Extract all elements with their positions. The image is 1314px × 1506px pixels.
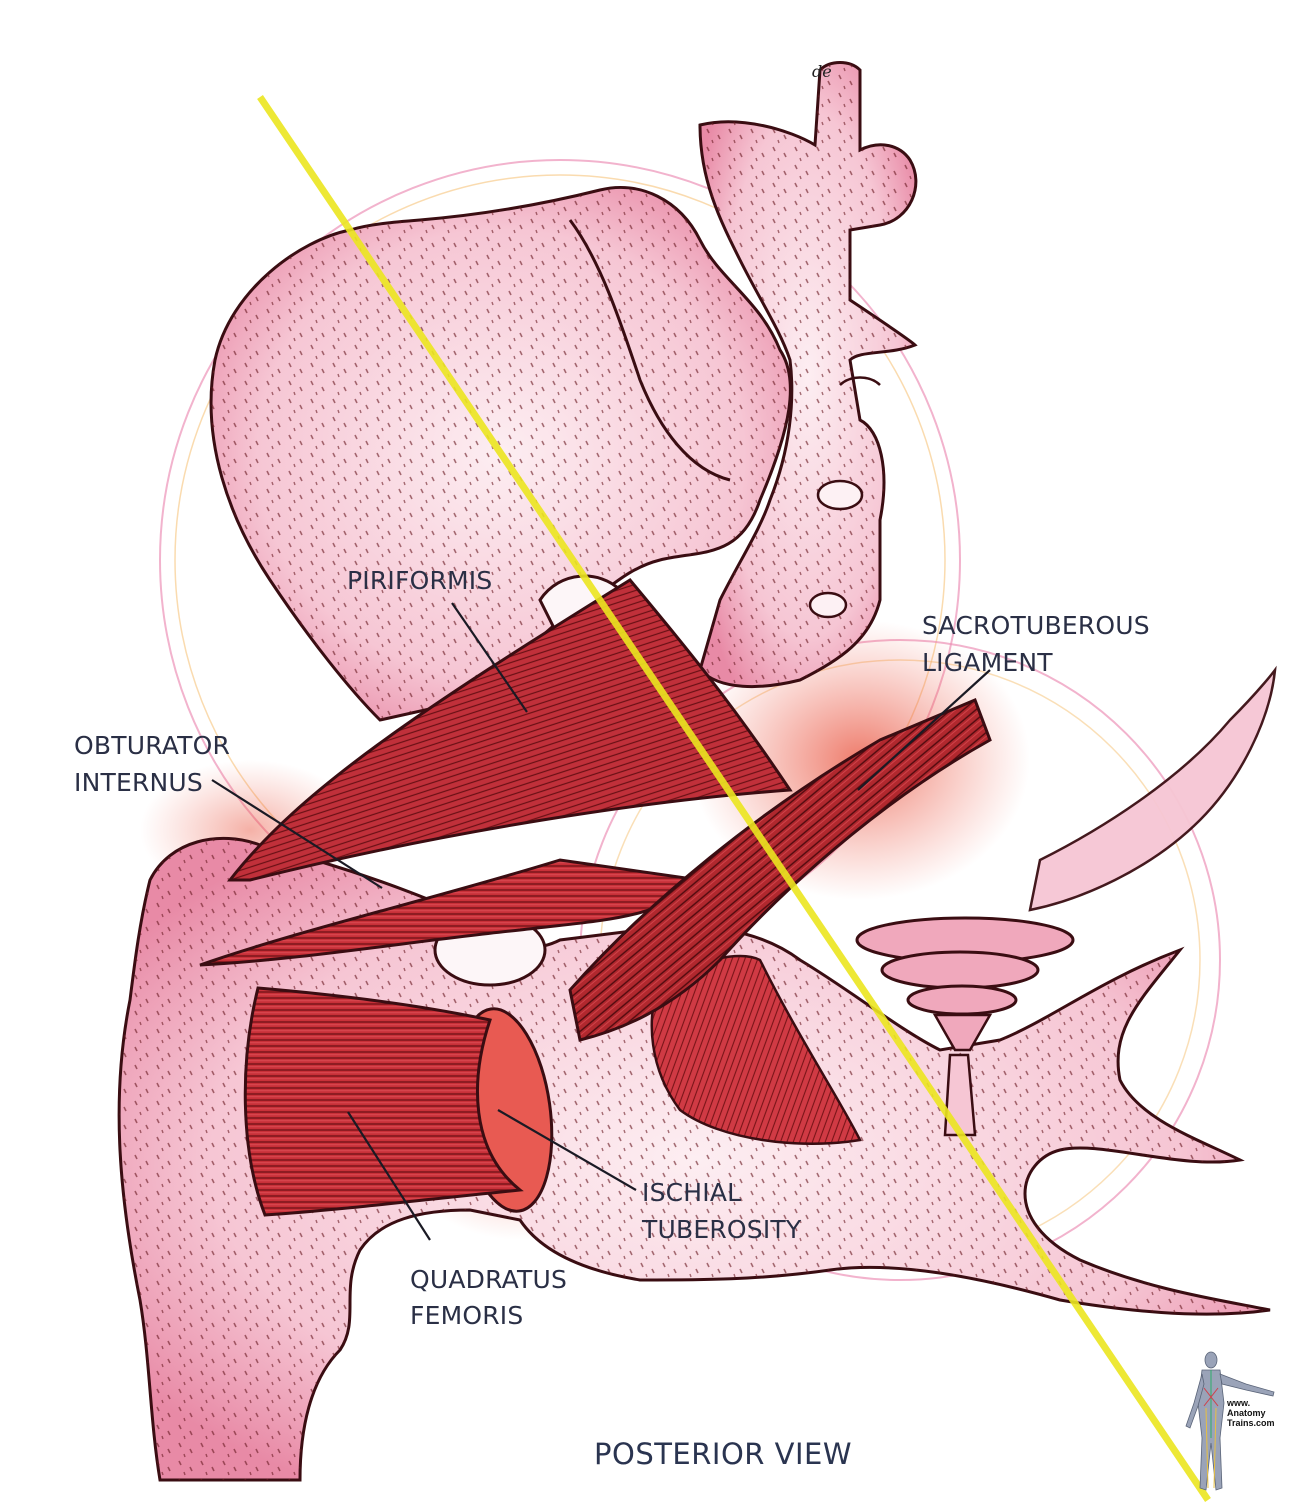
sacrum-spine bbox=[698, 61, 918, 688]
yellow-axis-line bbox=[257, 95, 1211, 1502]
anatomy-trains-watermark: www. Anatomy Trains.com bbox=[1227, 1398, 1275, 1428]
label-ischial-line1: ISCHIAL bbox=[642, 1178, 742, 1207]
watermark-line1: www. bbox=[1227, 1398, 1251, 1408]
quadratus-femoris-muscle bbox=[243, 986, 524, 1217]
obturator-internus-muscle bbox=[199, 858, 704, 967]
watermark-line3: Trains.com bbox=[1227, 1418, 1275, 1428]
label-quadratus-line1: QUADRATUS bbox=[410, 1265, 568, 1294]
label-ischial-line2: TUBEROSITY bbox=[642, 1215, 802, 1244]
leader-lines bbox=[211, 602, 991, 1241]
label-obturator-line1: OBTURATOR bbox=[74, 731, 231, 760]
label-sacrotuberous-line2: LIGAMENT bbox=[922, 648, 1053, 677]
piriformis-muscle bbox=[226, 578, 793, 882]
view-title: POSTERIOR VIEW bbox=[594, 1437, 853, 1471]
label-quadratus-line2: FEMORIS bbox=[410, 1301, 524, 1330]
label-sacrotuberous-line1: SACROTUBEROUS bbox=[922, 611, 1150, 640]
label-obturator-line2: INTERNUS bbox=[74, 768, 203, 797]
coccyx bbox=[855, 916, 1075, 1137]
watermark-line2: Anatomy bbox=[1227, 1408, 1266, 1418]
label-piriformis: PIRIFORMIS bbox=[347, 566, 493, 595]
stray-header-text: de bbox=[812, 62, 832, 81]
anatomy-trains-figure-icon bbox=[1185, 1351, 1275, 1491]
